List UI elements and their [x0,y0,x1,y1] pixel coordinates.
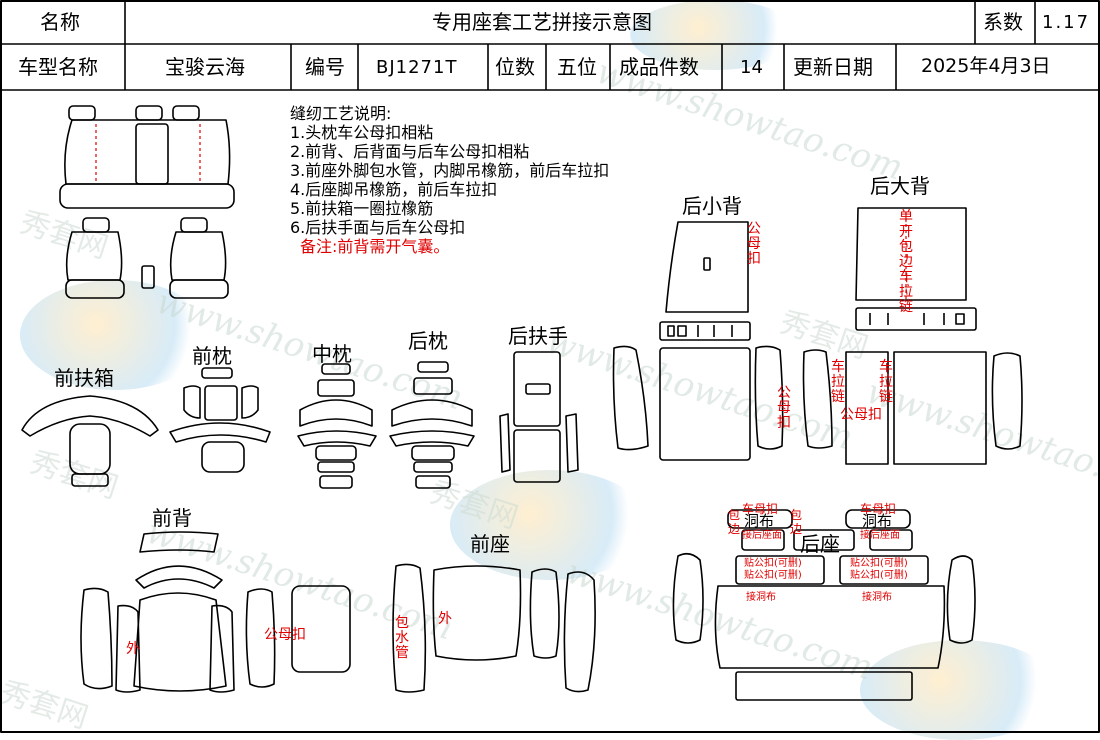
notes-item: 1.头枕车公母扣相粘 [290,123,434,142]
seats-value: 五位 [557,55,597,79]
notes-item: 3.前座外脚包水管，内脚吊橡筋，前后车拉扣 [290,161,610,180]
annotation-stick-snap: 贴公扣(可删) [850,558,908,569]
watermark-swirl [860,640,1060,740]
label-front-headrest: 前枕 [192,344,232,368]
label-rear-small-back: 后小背 [682,194,742,218]
code-label: 编号 [305,55,345,79]
annotation-join-hole: 接洞布 [862,592,892,603]
annotation-stick-snap: 贴公扣(可删) [744,558,802,569]
annotation-wrap: 包 [728,508,741,522]
annotation-hole-cloth: 洞布 [862,512,893,530]
annotation-join-rear: 接后座面 [860,530,900,541]
annotation-outer: 外 [438,611,452,627]
annotation-wrap: 包 [790,508,803,522]
label-rear-seat: 后座 [800,532,840,556]
label-rear-armrest: 后扶手 [508,324,568,348]
date-label: 更新日期 [793,55,873,79]
model-label: 车型名称 [18,55,98,79]
annotation-snap-top: 车母扣 [742,502,779,516]
annotation-join-hole: 接洞布 [746,592,776,603]
pieces-label: 成品件数 [619,55,699,79]
notes-item: 6.后扶手面与后车公母扣 [290,218,466,237]
date-value: 2025年4月3日 [921,55,1051,77]
annotation-snap-small: 公母扣 [840,407,882,423]
annotation-zipper: 车拉链 [879,359,893,405]
annotation-wrap-pipe: 包水管 [395,615,409,661]
annotation-snap: 公母扣 [777,385,791,431]
watermark-swirl [450,470,650,580]
seats-label: 位数 [495,55,535,79]
annotation-snap-front-back: 公母扣 [264,627,306,643]
code-value: BJ1271T [376,57,458,78]
name-label: 名称 [40,10,80,34]
sewing-notes: 缝纫工艺说明: 1.头枕车公母扣相粘 2.前背、后背面与后车公母扣相粘 3.前座… [290,104,609,256]
label-front-back: 前背 [152,506,192,530]
annotation-zipper: 车拉链 [831,359,845,405]
model-value: 宝骏云海 [165,55,245,79]
label-front-armbox: 前扶箱 [54,366,114,390]
annotation-outer: 外 [126,641,140,657]
annotation-big-back: 单开包边车拉链 [899,209,913,315]
notes-item: 2.前背、后背面与后车公母扣相粘 [290,142,530,161]
watermark-swirl [630,0,800,70]
notes-remark: 备注:前背需开气囊。 [300,237,450,256]
annotation-hole-cloth: 洞布 [744,512,775,530]
notes-item: 4.后座脚吊橡筋，前后车拉扣 [290,180,498,199]
annotation-snap: 公母扣 [747,221,761,267]
sheet-title: 专用座套工艺拼接示意图 [432,10,652,34]
pieces-value: 14 [740,57,763,78]
annotation-stick-snap: 贴公扣(可删) [744,570,802,581]
notes-item: 5.前扶箱一圈拉橡筋 [290,199,434,218]
label-rear-headrest: 后枕 [408,329,448,353]
annotation-snap-top: 车母扣 [860,502,897,516]
annotation-stick-snap: 贴公扣(可删) [850,570,908,581]
label-front-seat: 前座 [470,532,510,556]
annotation-wrap: 边 [790,522,803,536]
label-rear-big-back: 后大背 [870,174,930,198]
series-value: 1.17 [1042,12,1091,33]
label-middle-headrest: 中枕 [312,342,352,366]
annotation-join-rear: 接后座面 [742,530,782,541]
annotation-wrap: 边 [728,522,741,536]
series-label: 系数 [983,10,1023,34]
notes-title: 缝纫工艺说明: [290,104,392,123]
